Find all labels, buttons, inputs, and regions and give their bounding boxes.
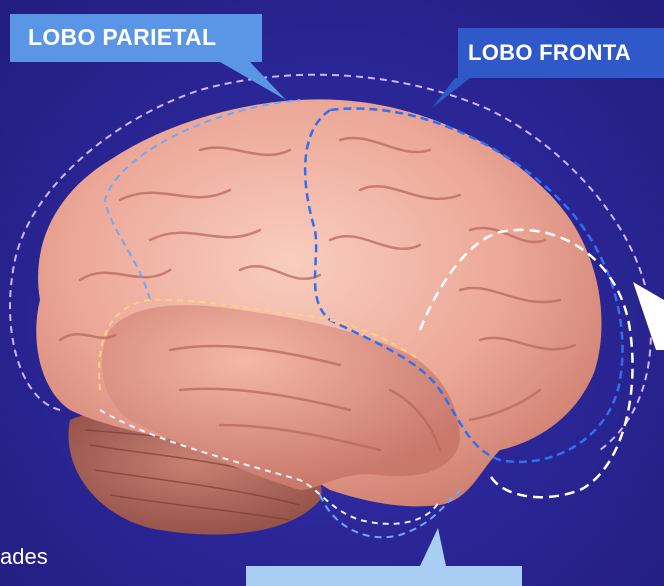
right-callout-pointer (633, 282, 664, 350)
parietal-label: LOBO PARIETAL (28, 24, 216, 51)
corner-text: ades (0, 544, 48, 570)
frontal-label: LOBO FRONTA (468, 40, 631, 66)
bottom-callout-box (246, 528, 522, 586)
